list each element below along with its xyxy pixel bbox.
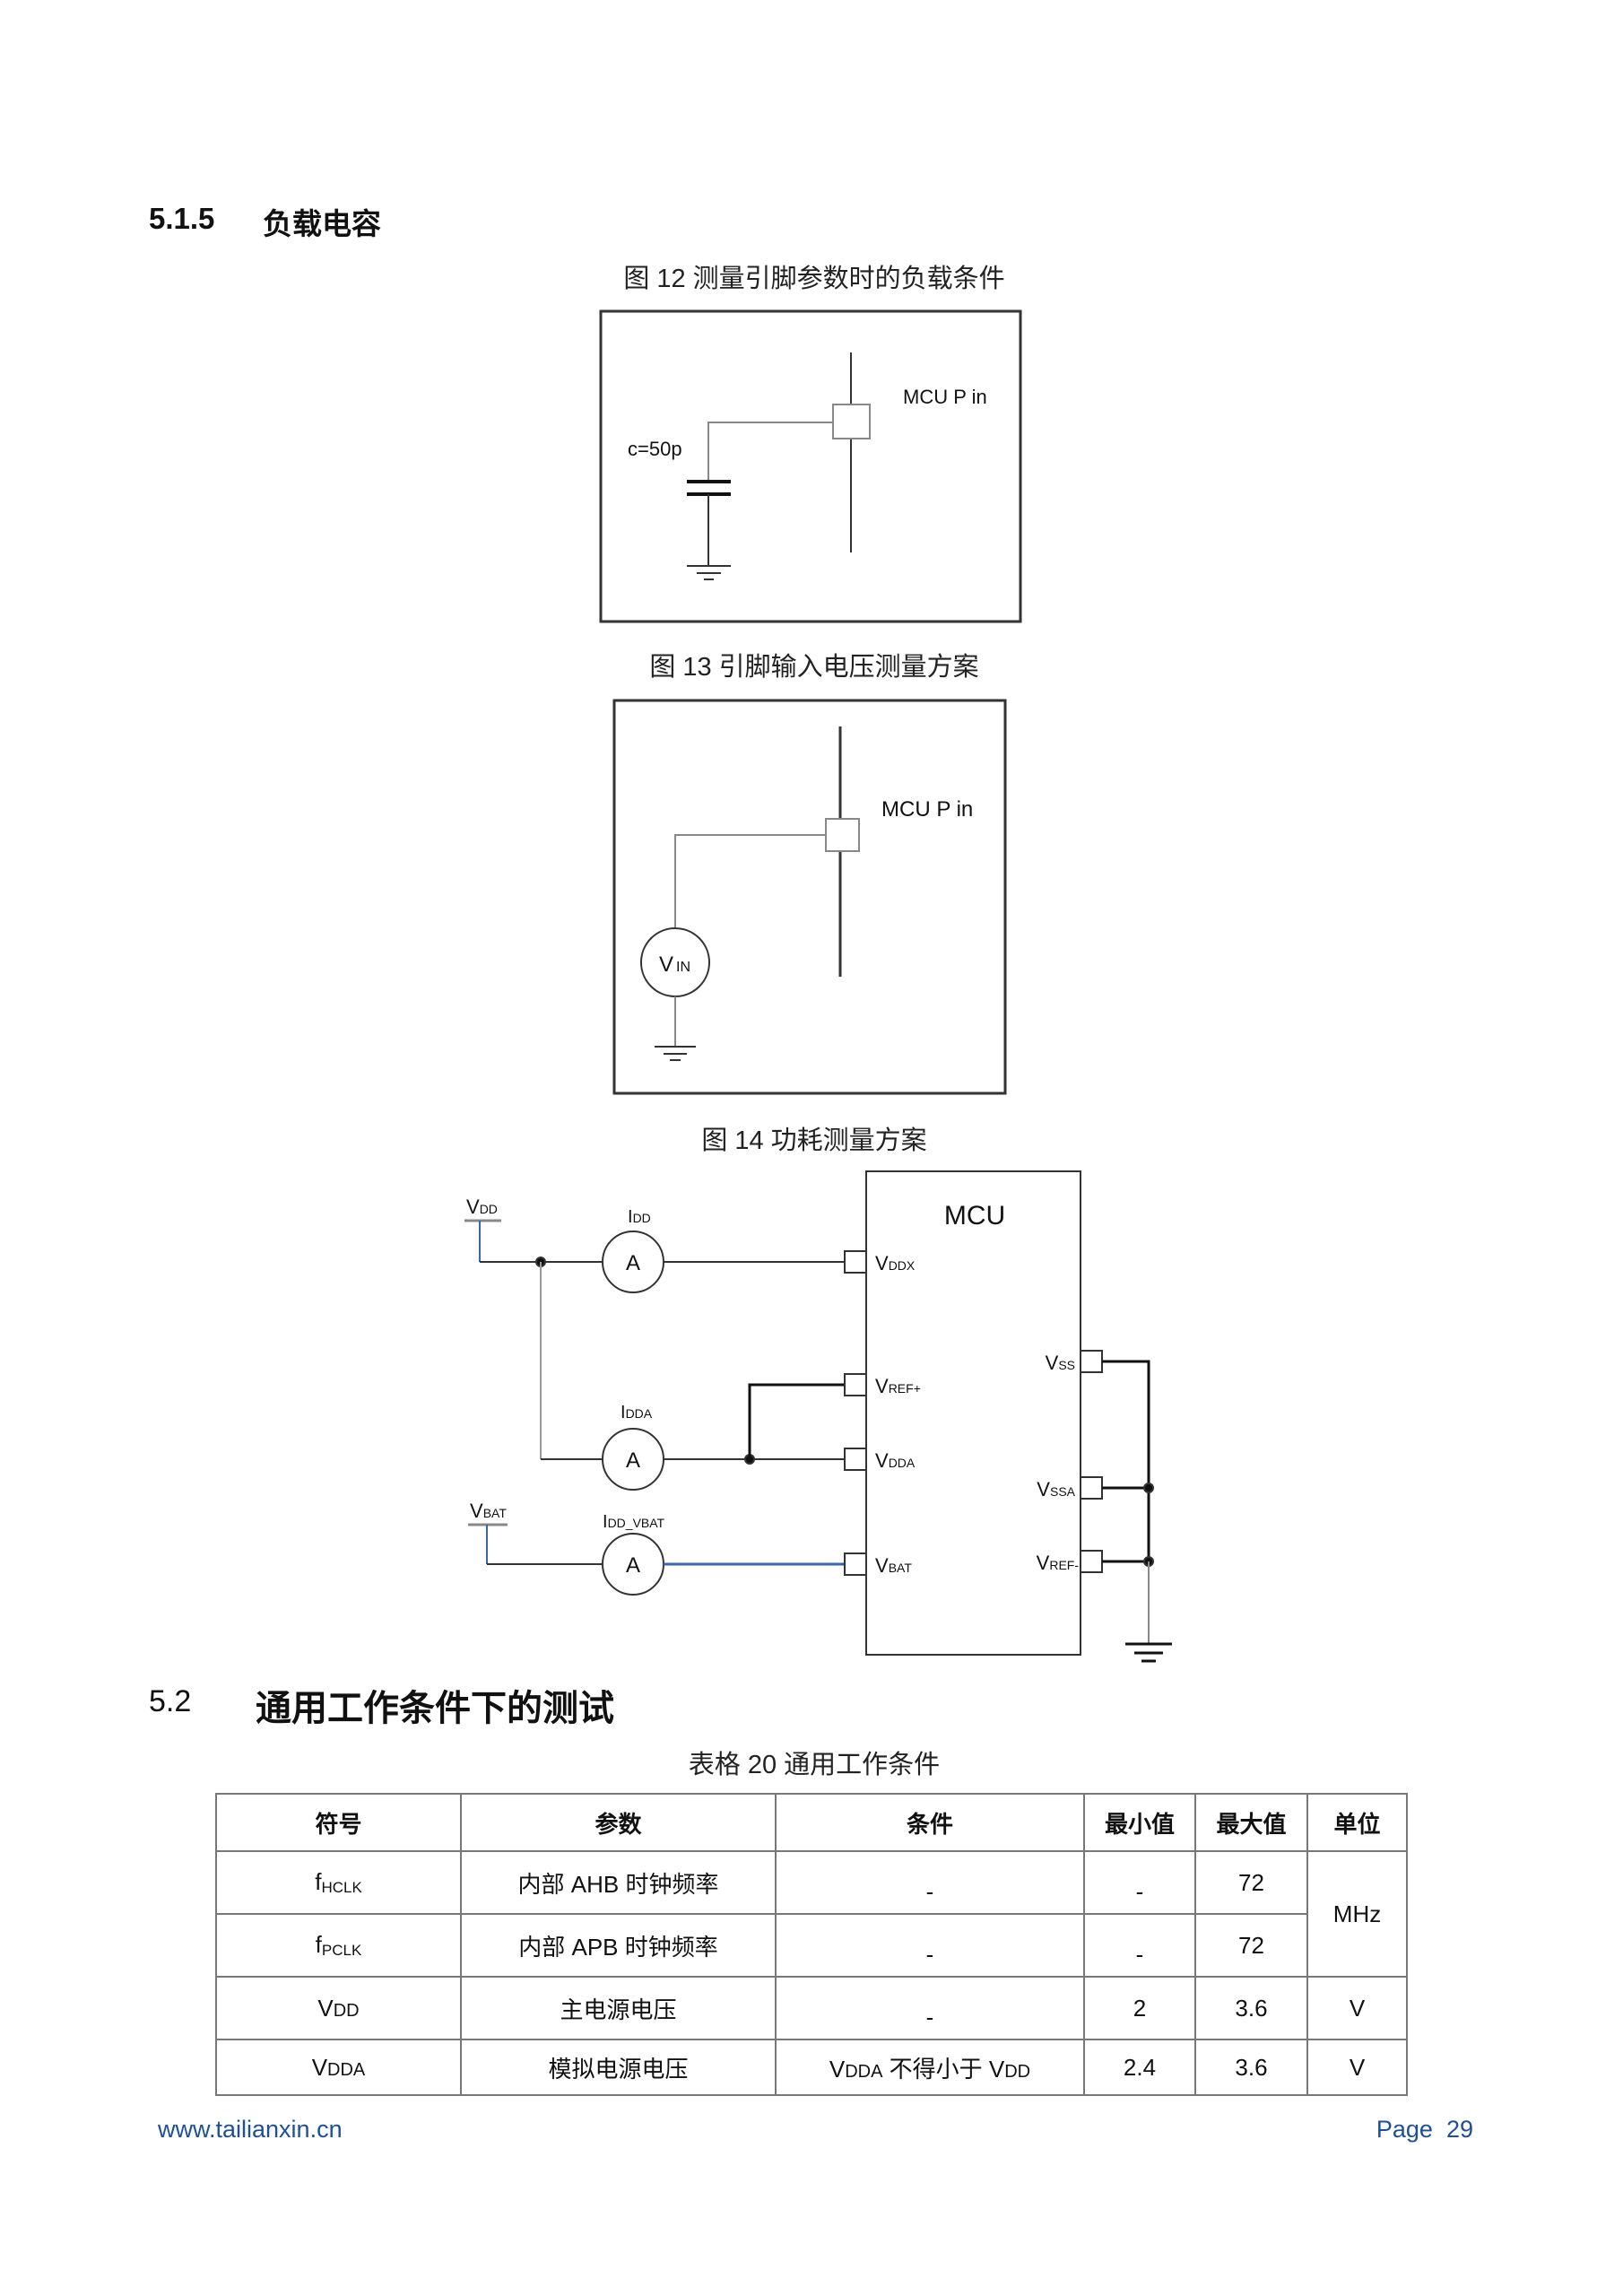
cell-condition: - [775,1976,1085,2040]
idda-label: IDDA [621,1403,653,1422]
mcu-pin-square [825,818,860,852]
cell-unit: V [1306,1976,1408,2040]
header-min: 最小值 [1083,1793,1196,1852]
cell-condition: - [775,1850,1085,1915]
header-parameter: 参数 [460,1793,777,1852]
cell-parameter: 主电源电压 [460,1976,777,2040]
cell-max: 3.6 [1194,2039,1308,2096]
cell-symbol: fHCLK [215,1850,462,1915]
idd-vbat-label: IDD_VBAT [603,1512,665,1532]
section-number: 5.1.5 [149,202,215,235]
cell-max: 3.6 [1194,1976,1308,2040]
cell-min: - [1083,1913,1196,1978]
voltage-source-icon [640,927,710,997]
mcu-label: MCU [944,1201,1005,1231]
figure-13-frame [612,699,1007,1095]
cell-parameter: 内部 APB 时钟频率 [460,1913,777,1978]
section-number: 5.2 [149,1684,192,1718]
header-condition: 条件 [775,1793,1085,1852]
cell-symbol: VDD [215,1976,462,2040]
cell-unit: MHz [1306,1850,1408,1978]
table-header-row: 符号 参数 条件 最小值 最大值 单位 [215,1793,1408,1852]
header-symbol: 符号 [215,1793,462,1852]
pin-label-vddx: VDDX [875,1252,916,1274]
header-max: 最大值 [1194,1793,1308,1852]
capacitor-label: c=50p [628,438,682,460]
cell-symbol: fPCLK [215,1913,462,1978]
section-title: 通用工作条件下的测试 [256,1689,614,1728]
header-unit: 单位 [1306,1793,1408,1852]
vdd-label: VDD [466,1196,498,1218]
pin-label-vdda: VDDA [875,1449,916,1472]
idd-label: IDD [628,1207,651,1227]
ammeter-label: A [626,1448,640,1473]
pin-label-vref-minus: VREF- [1037,1552,1080,1574]
pin-label-vssa: VSSA [1037,1478,1075,1500]
ammeter-label: A [626,1553,640,1578]
pin-label-vss: VSS [1046,1352,1075,1374]
footer-website-link[interactable]: www.tailianxin.cn [158,2116,343,2143]
table-row: fHCLK 内部 AHB 时钟频率 - - 72 MHz [215,1850,1408,1978]
mcu-pin-label: MCU P in [881,797,973,822]
cell-symbol: VDDA [215,2039,462,2096]
vbat-label: VBAT [470,1500,507,1522]
cell-max: 72 [1194,1850,1308,1915]
cell-parameter: 内部 AHB 时钟频率 [460,1850,777,1915]
cell-parameter: 模拟电源电压 [460,2039,777,2096]
cell-min: 2 [1083,1976,1196,2040]
ammeter-label: A [626,1251,640,1275]
pin-label-vbat: VBAT [875,1554,912,1577]
cell-min: - [1083,1850,1196,1915]
table-row: fPCLK 内部 APB 时钟频率 - - 72 [215,1913,1407,1978]
figure-12-caption: 图 12 测量引脚参数时的负载条件 [623,265,1005,293]
footer-page-number: Page 29 [1376,2116,1473,2143]
mcu-block [865,1170,1081,1656]
mcu-pin-square [832,404,871,439]
cell-unit: V [1306,2039,1408,2096]
cell-max: 72 [1194,1913,1308,1978]
figure-14-power-measurement-circuit [464,1170,1172,1663]
cell-condition: - [775,1913,1085,1978]
table-20-caption: 表格 20 通用工作条件 [688,1751,941,1779]
cell-condition: VDDA 不得小于 VDD [775,2039,1085,2096]
figure-14-caption: 图 14 功耗测量方案 [701,1126,927,1155]
table-row: VDD 主电源电压 - 2 3.6 V [215,1976,1408,2040]
cell-min: 2.4 [1083,2039,1196,2096]
pin-label-vref-plus: VREF+ [875,1375,921,1397]
operating-conditions-table: 符号 参数 条件 最小值 最大值 单位 fHCLK 内部 AHB 时钟频率 - … [215,1793,1408,2096]
figure-12-frame [599,309,1022,623]
figure-12-load-circuit [599,309,1022,623]
figure-13-input-voltage-circuit [612,699,1007,1095]
figure-13-caption: 图 13 引脚输入电压测量方案 [649,653,979,682]
mcu-pin-label: MCU P in [903,386,987,408]
section-title: 负载电容 [263,207,381,240]
table-row: VDDA 模拟电源电压 VDDA 不得小于 VDD 2.4 3.6 V [215,2039,1408,2096]
